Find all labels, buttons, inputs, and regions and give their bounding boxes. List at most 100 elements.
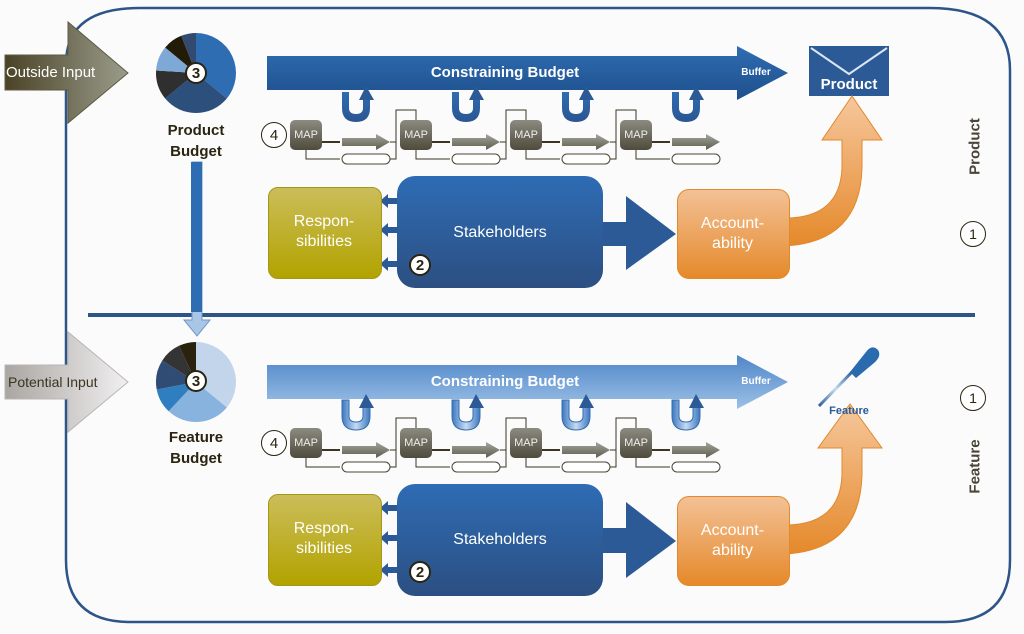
connector [415,150,450,160]
u-turn-arrowhead [359,394,374,408]
product-lane-label: Product [966,118,984,175]
feature-budget-label-line1: Feature [168,429,224,446]
feature-budget-label-line2: Budget [170,450,222,467]
output-pill [341,461,391,473]
responsibility-arrow [380,563,397,577]
connector [415,458,450,468]
pie-slice [196,342,236,408]
product-responsibilities-line1: Respon- [293,213,355,230]
map-box: MAP [510,120,542,150]
feature-accountability-box [677,496,790,586]
responsibility-arrow [380,257,397,271]
lane-divider [88,313,975,317]
feature-responsibilities-box [268,494,382,586]
process-arrow [342,442,390,458]
feature-budget-label: Feature Budget [146,427,246,469]
connector [635,458,670,468]
feature-stakeholder-arrow [600,502,676,578]
connector [635,150,670,160]
feature-responsibilities-line2: sibilities [295,540,352,557]
output-pill [341,153,391,165]
product-accountability-label: Account- ability [677,214,788,254]
feature-map-number: 4 [261,430,287,456]
feature-stakeholders-label: Stakeholders [453,531,547,548]
feature-accountability-label: Account- ability [677,521,788,561]
connector [305,458,340,468]
product-stakeholders-box [397,176,603,288]
product-constraining-budget-bar [267,46,788,100]
map-box: MAP [510,428,542,458]
feature-stakeholders-box [397,484,603,596]
process-arrow [452,442,500,458]
feature-budget-number: 3 [185,370,207,392]
feature-responsibilities-line1: Respon- [293,520,355,537]
outside-input-label: Outside Input [6,64,96,81]
u-turn-arrowhead [469,86,484,100]
product-buffer-label: Buffer [741,67,771,78]
feature-constraining-budget-label: Constraining Budget [430,373,580,390]
connector [305,150,340,160]
responsibility-arrow [380,194,397,208]
feature-accountability-arrow [784,403,883,555]
feature-stakeholders-number: 2 [409,561,431,583]
product-lane-number: 1 [960,221,986,247]
feature-constraining-budget-bar [267,355,788,409]
feature-accountability-line2: ability [712,542,753,559]
process-arrow [672,442,720,458]
u-turn-arrowhead [359,86,374,100]
output-pill [451,153,501,165]
u-turn-arrowhead [579,394,594,408]
process-arrow [672,134,720,150]
product-accountability-line2: ability [712,235,753,252]
map-box: MAP [290,120,322,150]
feature-lane-number: 1 [960,385,986,411]
product-accountability-line1: Account- [700,215,765,232]
pie-slice [168,382,227,422]
outside-input-arrow [4,20,129,125]
output-pill [671,153,721,165]
product-stakeholders-number: 2 [409,254,431,276]
map-box: MAP [400,120,432,150]
u-turn-arrowhead [689,86,704,100]
u-turn-arrowhead [689,394,704,408]
pie-slice [156,382,196,412]
process-arrow [342,134,390,150]
process-arrow [562,442,610,458]
u-turn-arrowhead [579,86,594,100]
potential-input-arrow [4,330,129,434]
product-map-number: 4 [261,122,287,148]
feature-lane-label: Feature [966,439,984,494]
responsibility-arrow [380,223,397,237]
map-box: MAP [290,428,322,458]
product-stakeholder-arrow [600,196,676,270]
product-budget-number: 3 [185,62,207,84]
product-responsibilities-label: Respon- sibilities [268,212,380,252]
frame-border [64,6,1012,624]
product-budget-label: Product Budget [146,120,246,162]
process-arrow [562,134,610,150]
product-responsibilities-line2: sibilities [295,233,352,250]
product-output-label: Product [820,76,878,93]
output-pill [561,461,611,473]
responsibility-arrow [380,501,397,515]
product-stakeholders-label: Stakeholders [453,224,547,241]
product-responsibilities-box [268,187,382,279]
pie-slice [165,73,227,113]
feature-responsibilities-label: Respon- sibilities [268,519,380,559]
output-pill [561,153,611,165]
feature-output-label: Feature [829,405,869,417]
budget-link-top [191,162,202,312]
product-constraining-budget-label: Constraining Budget [430,64,580,81]
product-envelope-icon [809,46,889,96]
pie-slice [196,33,236,99]
feature-buffer-label: Buffer [741,376,771,387]
map-box: MAP [620,428,652,458]
connector [500,417,527,468]
output-pill [671,461,721,473]
output-pill [451,461,501,473]
feature-accountability-line1: Account- [700,522,765,539]
connector [610,109,637,160]
u-turn-arrowhead [469,394,484,408]
potential-input-label: Potential Input [8,374,98,390]
connector [390,417,417,468]
